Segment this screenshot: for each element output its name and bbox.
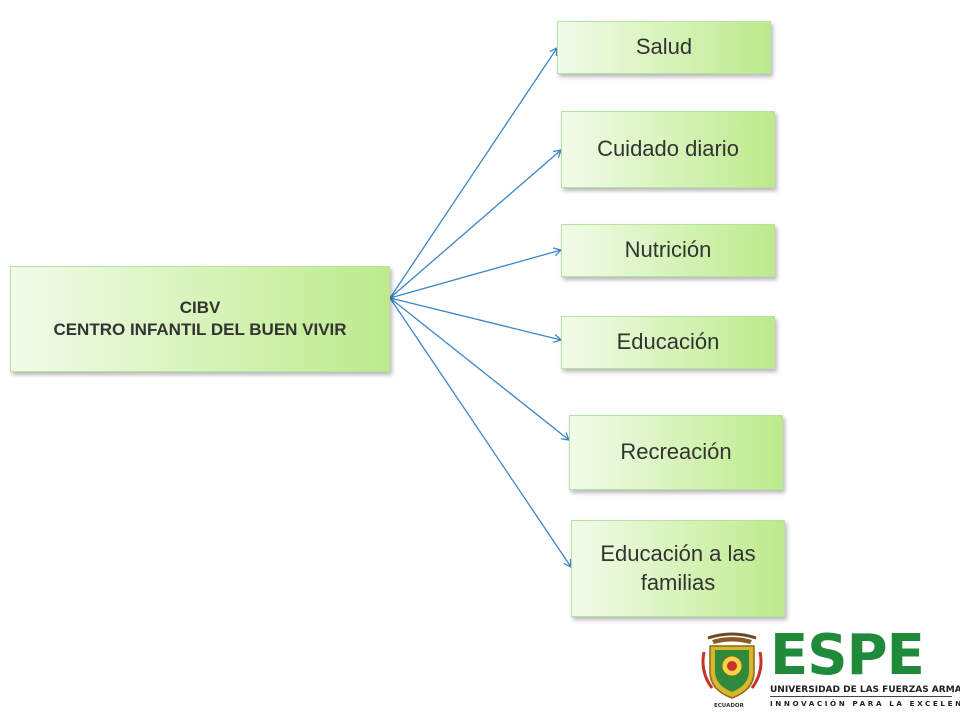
brand-subtitle: UNIVERSIDAD DE LAS FUERZAS ARMADAS: [770, 685, 960, 695]
child-node-educacion: Educación: [561, 316, 775, 369]
child-node-label: Salud: [635, 34, 693, 60]
child-node-label: Cuidado diario: [597, 136, 739, 162]
child-node-recreacion: Recreación: [569, 415, 783, 490]
connector-educacion: [389, 297, 563, 343]
root-node-subtitle: CENTRO INFANTIL DEL BUEN VIVIR: [53, 320, 347, 339]
child-node-label: Nutrición: [624, 237, 712, 263]
brand-divider: [770, 696, 952, 697]
child-node-salud: Salud: [557, 21, 771, 74]
connector-educacion-familias: [389, 297, 572, 569]
child-node-cuidado-diario: Cuidado diario: [561, 111, 775, 188]
child-node-label-line1: Educación a las: [600, 540, 756, 566]
connector-cuidado-diario: [389, 149, 562, 299]
brand-tagline: INNOVACIÓN PARA LA EXCELENCIA: [770, 699, 960, 708]
connector-salud: [389, 46, 558, 299]
child-node-label: Educación: [616, 329, 720, 355]
child-node-label-line2: familias: [640, 569, 716, 595]
connector-recreacion: [389, 297, 571, 441]
child-node-label: Recreación: [620, 439, 732, 465]
child-node-educacion-familias: Educación a las familias: [571, 520, 785, 617]
university-seal-icon: [701, 632, 763, 699]
seal-caption: ECUADOR: [714, 703, 744, 709]
child-node-nutricion: Nutrición: [561, 224, 775, 277]
brand-wordmark: ESPE: [770, 623, 925, 688]
connector-nutricion: [389, 247, 563, 299]
child-node-label-wrap: Educación a las familias: [600, 540, 755, 597]
root-node-cibv: CIBV CENTRO INFANTIL DEL BUEN VIVIR: [10, 266, 390, 372]
root-node-title: CIBV: [179, 297, 221, 317]
espe-logo: ECUADOR ESPE UNIVERSIDAD DE LAS FUERZAS …: [698, 623, 960, 716]
